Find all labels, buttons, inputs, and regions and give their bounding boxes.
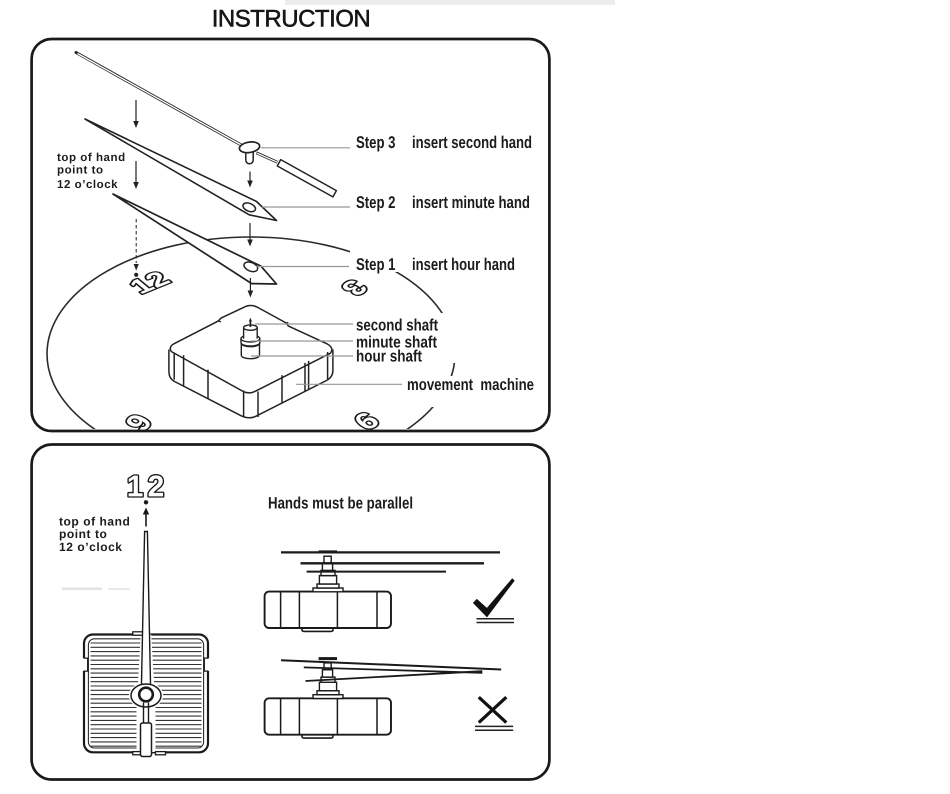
svg-text:insert minute hand: insert minute hand bbox=[412, 193, 530, 212]
svg-text:Step 1: Step 1 bbox=[356, 255, 396, 274]
svg-text:insert second hand: insert second hand bbox=[412, 133, 532, 152]
svg-text:Step 3: Step 3 bbox=[356, 133, 396, 152]
svg-text:12 o’clock: 12 o’clock bbox=[57, 179, 118, 191]
svg-text:12 o’clock: 12 o’clock bbox=[59, 540, 123, 554]
svg-text:hour shaft: hour shaft bbox=[356, 347, 422, 365]
svg-text:point to: point to bbox=[57, 165, 104, 177]
svg-text:insert hour hand: insert hour hand bbox=[412, 255, 515, 274]
svg-text:Hands must be parallel: Hands must be parallel bbox=[268, 494, 413, 512]
svg-text:second shaft: second shaft bbox=[356, 316, 438, 334]
svg-text:top of hand: top of hand bbox=[59, 514, 130, 528]
svg-text:Step 2: Step 2 bbox=[356, 193, 396, 212]
svg-text:top of hand: top of hand bbox=[57, 152, 126, 164]
svg-text:point to: point to bbox=[59, 527, 107, 541]
svg-text:minute shaft: minute shaft bbox=[356, 333, 437, 351]
svg-text:INSTRUCTION: INSTRUCTION bbox=[212, 6, 371, 33]
svg-text:movement machine: movement machine bbox=[407, 376, 534, 394]
